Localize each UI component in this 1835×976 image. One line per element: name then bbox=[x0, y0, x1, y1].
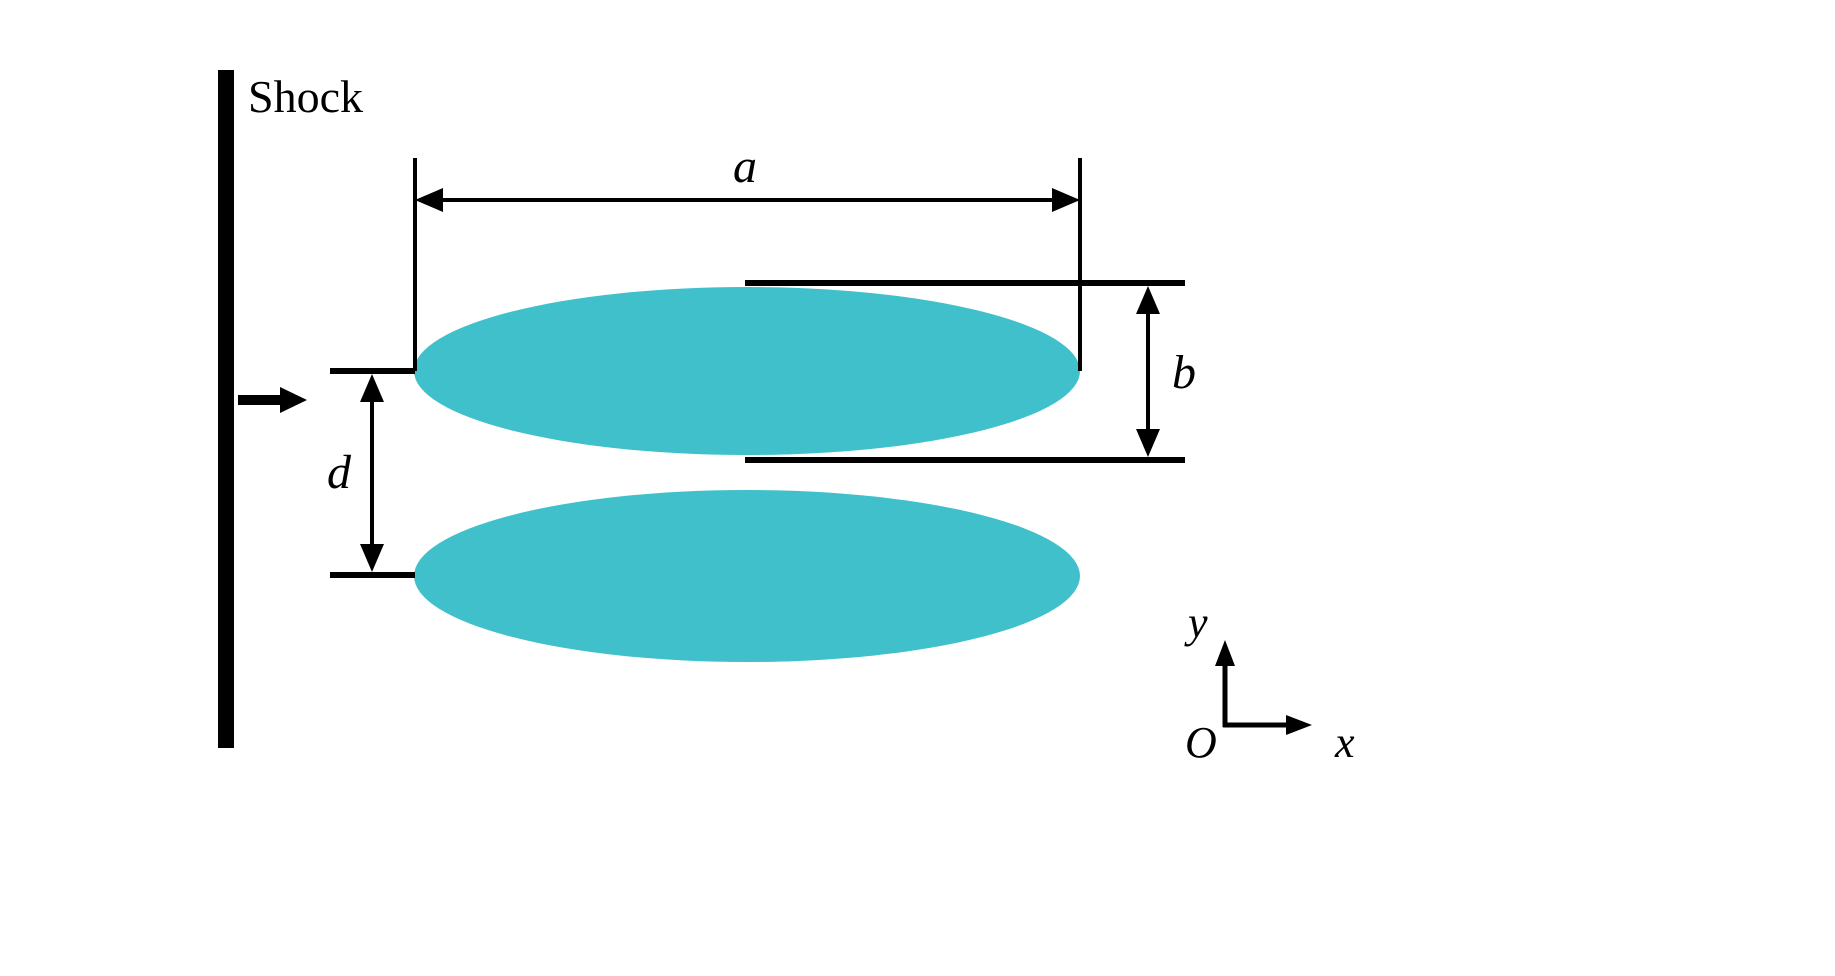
dimension-a: a bbox=[413, 140, 1082, 371]
x-axis-label: x bbox=[1334, 718, 1355, 767]
shock-arrow-head bbox=[280, 387, 307, 413]
dimension-b-arrowhead-top bbox=[1136, 286, 1160, 314]
x-axis-arrowhead bbox=[1286, 715, 1312, 735]
shock-label: Shock bbox=[248, 71, 363, 122]
dimension-d-label: d bbox=[327, 446, 352, 499]
upper-bubble-ellipse bbox=[414, 287, 1080, 455]
dimension-a-arrowhead-right bbox=[1052, 188, 1080, 212]
dimension-d: d bbox=[327, 368, 415, 578]
lower-bubble-ellipse bbox=[414, 490, 1080, 662]
shock-wave-line bbox=[218, 70, 234, 748]
origin-label: O bbox=[1185, 718, 1217, 767]
dimension-d-arrowhead-bottom bbox=[360, 544, 384, 572]
dimension-d-arrowhead-top bbox=[360, 374, 384, 402]
coordinate-axes: y x O bbox=[1184, 598, 1355, 767]
y-axis-arrowhead bbox=[1215, 640, 1235, 666]
dimension-b: b bbox=[745, 280, 1196, 463]
dimension-a-label: a bbox=[733, 140, 757, 193]
shock-direction-arrow bbox=[238, 387, 307, 413]
dimension-b-arrowhead-bottom bbox=[1136, 429, 1160, 457]
dimension-b-label: b bbox=[1172, 346, 1196, 399]
y-axis-label: y bbox=[1184, 598, 1208, 647]
dimension-a-arrowhead-left bbox=[415, 188, 443, 212]
